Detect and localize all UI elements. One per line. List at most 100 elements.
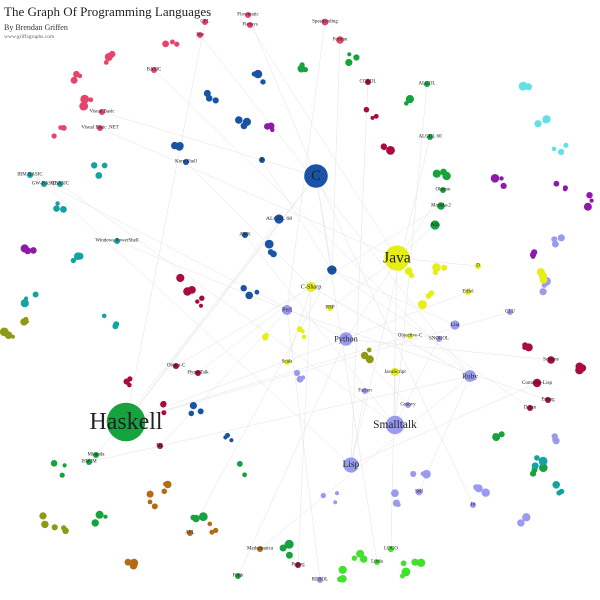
language-node-label: Ada: [430, 222, 440, 228]
language-node: Erlang: [541, 397, 555, 403]
minor-language-node: [589, 198, 594, 203]
minor-language-node: [91, 519, 99, 527]
language-node-circle: [284, 359, 290, 365]
language-node-circle: [327, 265, 337, 275]
minor-language-node: [530, 470, 537, 477]
language-node-label: Self: [415, 490, 423, 495]
language-node-label: HyperTalk: [187, 371, 209, 376]
language-node-circle: [545, 397, 551, 403]
language-node-label: REBOL: [312, 578, 328, 583]
minor-language-node: [285, 551, 293, 559]
minor-language-node: [552, 240, 559, 248]
language-node: Dylan: [524, 405, 537, 411]
minor-language-node: [539, 463, 548, 473]
language-node-label: ALGOL 60: [418, 135, 442, 140]
minor-language-node: [293, 369, 301, 377]
language-node-circle: [527, 405, 533, 411]
minor-language-node: [240, 285, 247, 292]
minor-language-node: [586, 192, 593, 199]
minor-language-node: [254, 289, 260, 295]
minor-language-node: [32, 291, 39, 298]
language-node-label: Lisp: [343, 460, 360, 470]
minor-language-node: [103, 60, 109, 65]
graph-edge: [286, 309, 549, 401]
graph-edge: [175, 286, 312, 367]
language-node-circle: [197, 32, 203, 38]
language-node-label: Eiffel: [462, 290, 474, 295]
minor-language-node: [409, 272, 415, 279]
minor-language-node: [129, 561, 138, 570]
language-node-label: Haskell: [90, 409, 163, 435]
minor-language-node: [59, 472, 65, 478]
minor-language-node: [360, 555, 368, 563]
language-node: Scala: [282, 359, 293, 365]
minor-language-node: [147, 499, 153, 505]
minor-language-node: [432, 263, 441, 272]
language-node-label: LOGO: [384, 547, 398, 552]
minor-language-node: [360, 351, 369, 360]
minor-language-node: [270, 250, 277, 258]
minor-language-node: [500, 182, 507, 189]
minor-language-node: [432, 169, 441, 178]
minor-language-node: [583, 202, 592, 211]
graph-edge: [199, 34, 471, 377]
language-node-circle: [407, 333, 413, 339]
minor-language-node: [386, 146, 395, 155]
graph-edges: [29, 14, 552, 581]
language-node-label: JavaScript: [384, 369, 406, 375]
graph-edge: [331, 39, 341, 271]
minor-language-node: [199, 303, 203, 308]
language-node-label: D: [476, 264, 480, 269]
language-node-circle: [151, 67, 157, 73]
minor-language-node: [199, 295, 205, 301]
minor-language-node: [520, 520, 525, 525]
minor-language-node: [127, 376, 133, 382]
graph-edge: [350, 136, 431, 466]
language-node-label: Korn Shell: [175, 160, 197, 165]
language-node-label: Python: [334, 335, 358, 344]
language-node: Lisp: [343, 457, 360, 473]
language-node-label: Groovy: [400, 403, 416, 408]
minor-language-node: [242, 117, 251, 126]
graph-edge: [125, 311, 511, 423]
language-node-label: Scheme: [543, 358, 560, 363]
language-node-label: C++: [327, 267, 337, 273]
language-node-circle: [405, 402, 411, 408]
minor-language-node: [88, 97, 94, 103]
language-node: Self: [415, 488, 423, 496]
graph-edge: [99, 127, 398, 259]
minor-language-node: [563, 142, 569, 148]
graph-edge: [116, 240, 288, 311]
graph-edge: [286, 21, 326, 311]
minor-language-node: [363, 106, 370, 113]
language-node-circle: [282, 305, 292, 315]
graph-title: The Graph Of Programming Languages: [4, 4, 212, 19]
minor-language-node: [76, 252, 84, 260]
graph-edge: [29, 174, 347, 340]
graph-edge: [88, 375, 471, 463]
language-node-label: Java: [383, 250, 411, 267]
language-node: CLU: [505, 309, 515, 315]
minor-language-node: [213, 527, 219, 534]
minor-language-node: [396, 502, 401, 507]
minor-language-node: [551, 146, 557, 152]
language-node-label: Falcon: [358, 389, 372, 394]
minor-language-node: [175, 142, 184, 151]
author-byline: By Brendan Griffen: [4, 23, 68, 32]
minor-language-node: [404, 101, 409, 106]
language-node-circle: [183, 159, 189, 165]
language-node: Flowmatic: [237, 12, 259, 18]
minor-language-node: [531, 249, 538, 256]
graph-edge: [185, 161, 312, 288]
language-node-circle: [436, 336, 442, 342]
language-node-label: Mathematica: [247, 547, 274, 552]
language-node-label: COBOL: [360, 80, 377, 85]
language-node-label: APL: [185, 531, 194, 536]
language-node-circle: [415, 488, 423, 496]
minor-language-node: [411, 558, 419, 566]
language-node-circle: [27, 172, 33, 178]
site-url: www.griffsgraphs.com: [4, 34, 55, 40]
minor-language-node: [490, 174, 500, 183]
minor-language-node: [538, 456, 548, 466]
language-node-circle: [321, 18, 329, 26]
